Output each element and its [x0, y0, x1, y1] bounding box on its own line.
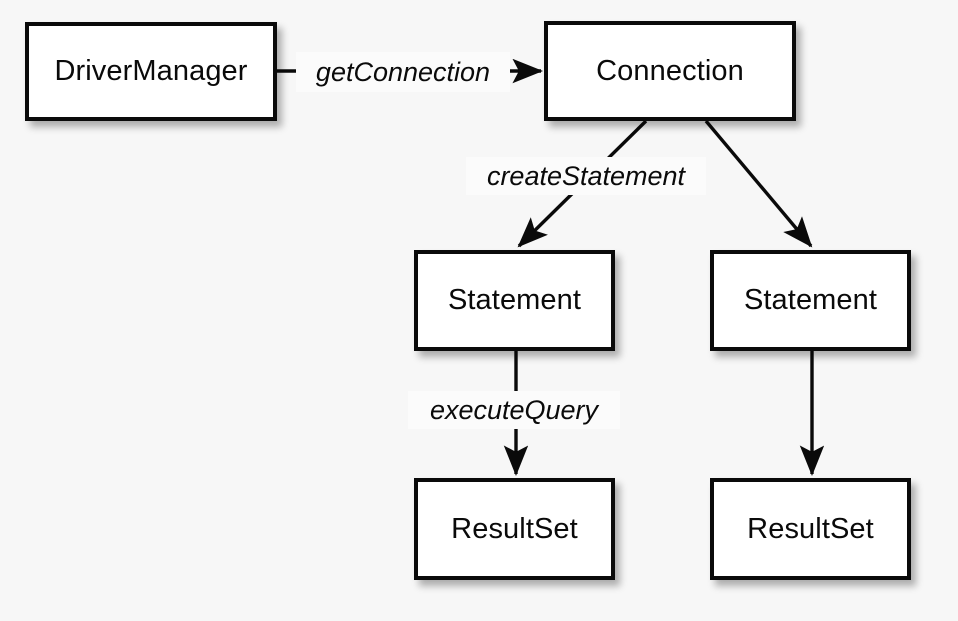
- node-connection-label: Connection: [596, 54, 744, 87]
- node-statement-right-label: Statement: [743, 284, 878, 316]
- node-statement-left[interactable]: Statement: [414, 250, 615, 351]
- node-resultset-right[interactable]: ResultSet: [710, 478, 911, 580]
- node-drivermanager[interactable]: DriverManager: [25, 22, 277, 121]
- node-connection[interactable]: Connection: [544, 21, 796, 121]
- node-drivermanager-label: DriverManager: [54, 55, 248, 87]
- edge-line-connection-to-statement-right: [704, 119, 813, 248]
- edge-label-executequery: executeQuery: [408, 391, 620, 429]
- node-statement-left-label: Statement: [447, 284, 582, 316]
- node-resultset-left[interactable]: ResultSet: [414, 478, 615, 580]
- node-resultset-left-label: ResultSet: [451, 512, 578, 545]
- node-statement-right[interactable]: Statement: [710, 250, 911, 351]
- node-resultset-right-label: ResultSet: [747, 512, 874, 545]
- edge-label-getconnection: getConnection: [296, 52, 510, 92]
- edge-label-createstatement: createStatement: [466, 157, 706, 195]
